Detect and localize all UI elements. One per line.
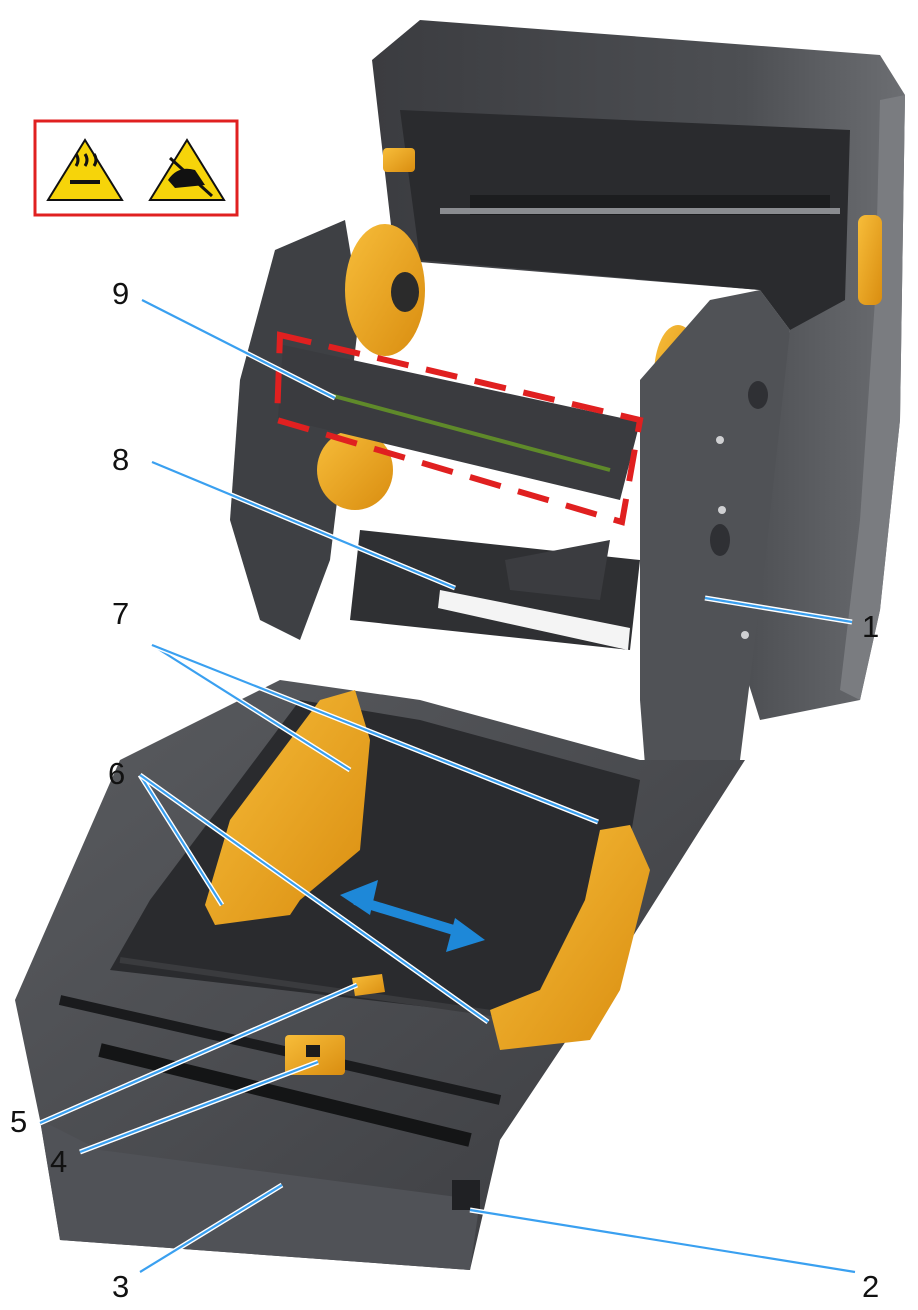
printhead-highlight xyxy=(273,331,644,526)
ribbon-spindle-left xyxy=(345,224,425,356)
media-compartment xyxy=(110,700,640,1020)
lid-right-edge xyxy=(840,95,905,700)
lid-inner-panel xyxy=(400,110,850,330)
callout-1: 1 xyxy=(862,609,879,644)
sensor-tab-upper xyxy=(352,974,385,996)
leader-line-9 xyxy=(140,297,337,401)
leader-line-8 xyxy=(151,459,456,591)
lid-latch-yellow xyxy=(858,215,882,305)
callout-7: 7 xyxy=(112,596,129,631)
leader-line-6b xyxy=(138,772,490,1025)
hot-surface-icon xyxy=(46,138,124,201)
leader-lines xyxy=(39,297,856,1275)
power-connector-area xyxy=(452,1180,480,1210)
callout-3: 3 xyxy=(112,1269,129,1304)
leader-line-4 xyxy=(79,1059,319,1155)
esd-caution-icon xyxy=(148,138,226,201)
callout-5: 5 xyxy=(10,1104,27,1139)
leader-line-5 xyxy=(39,982,358,1126)
lid-clip-yellow xyxy=(383,148,415,172)
media-guide-left xyxy=(205,690,370,925)
media-guide-right xyxy=(490,825,650,1050)
carriage-hole-2 xyxy=(710,524,730,556)
sensor-flap xyxy=(505,540,610,600)
leader-line-3 xyxy=(138,1182,284,1275)
carriage-screw-2 xyxy=(718,506,726,514)
sensor-block-window xyxy=(306,1045,320,1057)
lid-rod xyxy=(440,208,840,214)
callout-8: 8 xyxy=(112,442,129,477)
adjust-arrow-icon xyxy=(340,880,485,952)
callout-labels: 9 8 7 6 5 4 3 2 1 xyxy=(10,276,879,1304)
front-bezel xyxy=(40,1120,480,1270)
carriage-screw-3 xyxy=(741,631,749,639)
leader-line-7a xyxy=(150,642,352,773)
leader-line-6a xyxy=(137,773,225,907)
ribbon-spindle-left-hub xyxy=(391,272,419,312)
callout-6: 6 xyxy=(108,756,125,791)
printer-illustration xyxy=(15,20,905,1270)
leader-line-7b xyxy=(151,642,599,825)
leader-line-1 xyxy=(704,595,853,625)
leader-line-2 xyxy=(469,1207,856,1275)
printhead-element xyxy=(329,393,611,472)
warning-box xyxy=(33,119,239,217)
carriage-hole-1 xyxy=(748,381,768,409)
carriage-screw-1 xyxy=(716,436,724,444)
callout-4: 4 xyxy=(50,1144,67,1179)
callout-9: 9 xyxy=(112,276,129,311)
ribbon-carriage-side xyxy=(640,290,790,840)
media-strip xyxy=(438,590,630,650)
callout-2: 2 xyxy=(862,1269,879,1304)
printhead-bar xyxy=(278,345,640,500)
